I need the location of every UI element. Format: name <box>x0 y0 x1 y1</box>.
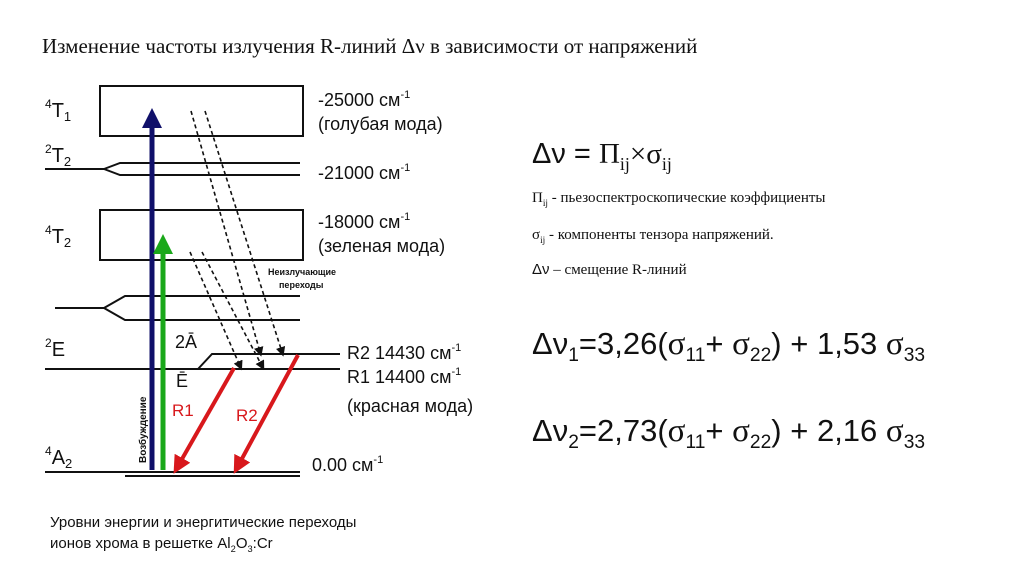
legend-delta-nu: Δν – смещение R-линий <box>532 261 687 278</box>
energy-4t1-label: -25000 см-1 <box>318 89 410 110</box>
level-2t2-line <box>45 162 300 176</box>
term-4a2-label: 4A2 <box>45 444 72 471</box>
nonradiative-arrow-2 <box>204 110 286 357</box>
legend-sigma: σij - компоненты тензора напряжений. <box>532 227 774 246</box>
term-2t2-label: 2T2 <box>45 142 71 169</box>
level-2e-line <box>45 353 340 370</box>
mode-green-label: (зеленая мода) <box>318 236 445 256</box>
term-4t1-label: 4T1 <box>45 97 71 124</box>
mode-blue-label: (голубая мода) <box>318 114 443 134</box>
r2-line-label: R2 14430 см-1 <box>347 342 461 363</box>
r2-arrow-label: R2 <box>236 406 258 425</box>
level-doublet-line <box>55 295 300 321</box>
excitation-label: Возбуждение <box>137 396 149 463</box>
diagram-caption: Уровни энергии и энергитические переходы… <box>50 512 356 560</box>
nonradiative-label-line2: переходы <box>279 280 324 290</box>
sublevel-2a-label: 2Ā <box>175 332 197 352</box>
caption-line-1: Уровни энергии и энергитические переходы <box>50 514 357 531</box>
nonradiative-label-line1: Неизлучающие <box>268 267 336 277</box>
equation-delta-nu-1: Δν1=3,26(σ11+ σ22) + 1,53 σ33 <box>532 326 926 367</box>
nonradiative-arrow-4 <box>201 251 265 371</box>
level-4t1-band <box>99 85 304 137</box>
sublevel-e-label: Ē <box>176 371 188 391</box>
term-4t2-label: 4T2 <box>45 223 71 250</box>
legend-pi: Πij - пьезоспектроскопические коэффициен… <box>532 190 826 209</box>
caption-line-2: ионов хрома в решетке Al2O3:Cr <box>50 535 273 554</box>
energy-4t2-label: -18000 см-1 <box>318 211 410 232</box>
piezospectroscopic-formula: Δν = Πij×σij <box>532 138 672 174</box>
r1-emission-arrow <box>173 367 236 474</box>
level-4t2-band <box>99 209 304 261</box>
equation-delta-nu-2: Δν2=2,73(σ11+ σ22) + 2,16 σ33 <box>532 413 926 454</box>
r1-arrow-label: R1 <box>172 401 194 420</box>
nonradiative-arrow-1 <box>190 110 264 357</box>
term-2e-label: 2E <box>45 336 65 361</box>
r1-line-label: R1 14400 см-1 <box>347 366 461 387</box>
nonradiative-arrows <box>189 110 286 371</box>
mode-red-label: (красная мода) <box>347 396 473 416</box>
energy-2t2-label: -21000 см-1 <box>318 162 410 183</box>
level-4a2-line <box>45 471 300 477</box>
r2-emission-arrow <box>233 354 300 474</box>
slide-title: Изменение частоты излучения R-линий Δν в… <box>42 34 698 58</box>
energy-4a2-label: 0.00 см-1 <box>312 454 383 475</box>
